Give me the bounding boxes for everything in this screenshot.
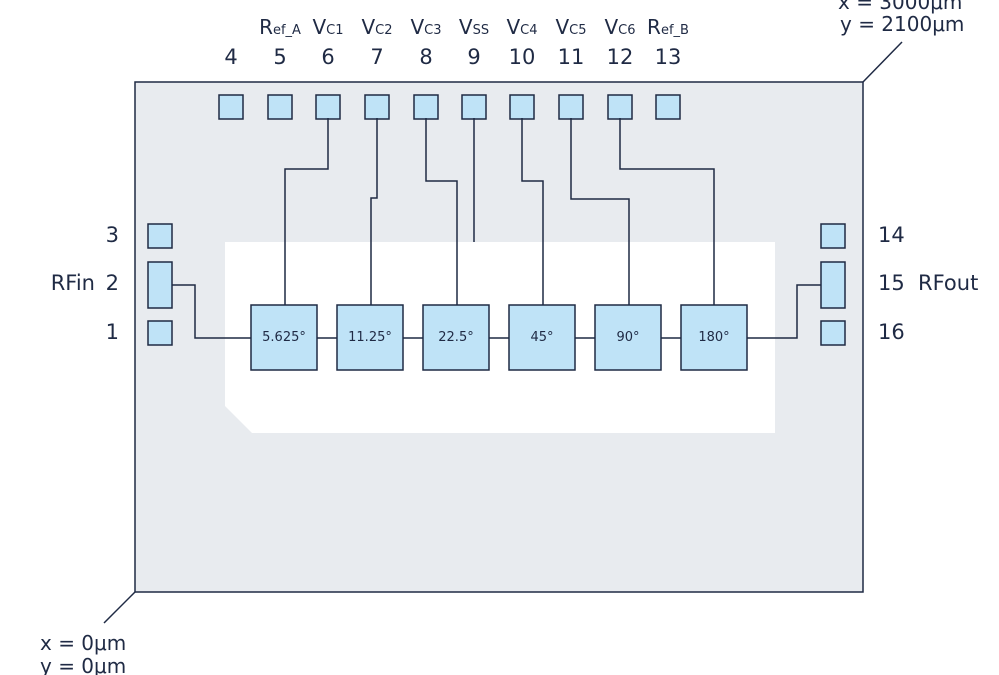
pad-top-13 bbox=[655, 94, 681, 120]
pin-number: 12 bbox=[607, 45, 634, 69]
pin-number: 3 bbox=[106, 223, 119, 247]
pin-name: RFout bbox=[918, 271, 978, 295]
pin-number: 13 bbox=[655, 45, 682, 69]
pin-name-main: V bbox=[410, 15, 424, 39]
phase-block bbox=[680, 304, 748, 371]
bottom-left-leader bbox=[103, 591, 136, 624]
pin-number: 16 bbox=[878, 320, 905, 344]
pin-number: 10 bbox=[509, 45, 536, 69]
phase-block bbox=[422, 304, 490, 371]
vc2-wire bbox=[370, 118, 378, 305]
pin-name-subscript: C2 bbox=[375, 23, 392, 38]
pin-number: 7 bbox=[370, 45, 383, 69]
rfout-wire bbox=[747, 284, 821, 339]
pin-name-subscript: C4 bbox=[520, 23, 537, 38]
vc1-wire bbox=[284, 118, 329, 305]
vc5-wire bbox=[570, 118, 630, 305]
pin-name-subscript: SS bbox=[473, 23, 490, 38]
pin-number: 14 bbox=[878, 223, 905, 247]
right-pins: 14 15 RFout 16 bbox=[820, 223, 978, 346]
pin-name-subscript: ef_B bbox=[661, 23, 689, 38]
phase-bit-blocks: 5.625° 11.25° 22.5° 45° 90° 180° bbox=[250, 304, 748, 371]
pad-top-4 bbox=[218, 94, 244, 120]
wiring bbox=[172, 118, 821, 339]
pin-name-subscript: C6 bbox=[618, 23, 635, 38]
pin-name: VC6 bbox=[604, 15, 635, 39]
pin-number: 15 bbox=[878, 271, 905, 295]
pin-name-subscript: C5 bbox=[569, 23, 586, 38]
pad-top-6 bbox=[315, 94, 341, 120]
pad-right-16 bbox=[820, 320, 846, 346]
pad-top-8 bbox=[413, 94, 439, 120]
top-right-leader bbox=[862, 41, 903, 83]
pin-name-main: V bbox=[604, 15, 618, 39]
pin-name-main: V bbox=[361, 15, 375, 39]
pin-name: RFin bbox=[51, 271, 95, 295]
vc6-wire bbox=[619, 118, 715, 305]
vc4-wire bbox=[521, 118, 544, 305]
pin-number: 11 bbox=[558, 45, 585, 69]
pad-right-15 bbox=[820, 261, 846, 309]
phase-block-label: 11.25° bbox=[348, 330, 392, 345]
pin-name: VC1 bbox=[312, 15, 343, 39]
pin-name: Ref_A bbox=[259, 15, 301, 39]
phase-block bbox=[250, 304, 318, 371]
phase-block-label: 5.625° bbox=[262, 330, 306, 345]
pad-top-11 bbox=[558, 94, 584, 120]
pin-number: 1 bbox=[106, 320, 119, 344]
pin-name: VC3 bbox=[410, 15, 441, 39]
phase-block bbox=[508, 304, 576, 371]
pad-right-14 bbox=[820, 223, 846, 249]
pad-left-1 bbox=[147, 320, 173, 346]
pin-name-subscript: ef_A bbox=[273, 23, 301, 38]
pin-name-main: R bbox=[259, 15, 273, 39]
phase-block-label: 22.5° bbox=[438, 330, 473, 345]
pin-name: Ref_B bbox=[647, 15, 689, 39]
phase-block-label: 45° bbox=[530, 330, 553, 345]
coord-bottom-left-x: x = 0μm bbox=[40, 631, 126, 655]
pin-number: 5 bbox=[273, 45, 286, 69]
pin-name: VC5 bbox=[555, 15, 586, 39]
rfin-wire bbox=[172, 284, 251, 339]
pin-name-main: V bbox=[555, 15, 569, 39]
pin-name: VC4 bbox=[506, 15, 537, 39]
phase-block bbox=[336, 304, 404, 371]
pad-top-5 bbox=[267, 94, 293, 120]
pad-left-3 bbox=[147, 223, 173, 249]
pin-name-main: V bbox=[506, 15, 520, 39]
pin-name-main: V bbox=[459, 15, 473, 39]
coord-top-right-y: y = 2100μm bbox=[840, 12, 964, 36]
pin-number: 6 bbox=[321, 45, 334, 69]
pin-number: 4 bbox=[224, 45, 237, 69]
pin-name-subscript: C1 bbox=[326, 23, 343, 38]
pin-name: VC2 bbox=[361, 15, 392, 39]
pin-number: 9 bbox=[467, 45, 480, 69]
phase-block bbox=[594, 304, 662, 371]
pin-name: VSS bbox=[459, 15, 489, 39]
coord-bottom-left-y: y = 0μm bbox=[40, 654, 126, 675]
pin-name-subscript: C3 bbox=[424, 23, 441, 38]
pad-left-2 bbox=[147, 261, 173, 309]
pad-top-10 bbox=[509, 94, 535, 120]
pin-number: 8 bbox=[419, 45, 432, 69]
pin-number: 2 bbox=[106, 271, 119, 295]
phase-block-label: 90° bbox=[616, 330, 639, 345]
pin-name-main: V bbox=[312, 15, 326, 39]
vc3-wire bbox=[425, 118, 458, 305]
left-pins: 3 2 RFin 1 bbox=[51, 223, 173, 346]
pad-top-12 bbox=[607, 94, 633, 120]
pin-name-main: R bbox=[647, 15, 661, 39]
phase-block-label: 180° bbox=[698, 330, 729, 345]
coord-top-right-x: x = 3000μm bbox=[838, 0, 962, 14]
pad-top-7 bbox=[364, 94, 390, 120]
pad-top-9 bbox=[461, 94, 487, 120]
